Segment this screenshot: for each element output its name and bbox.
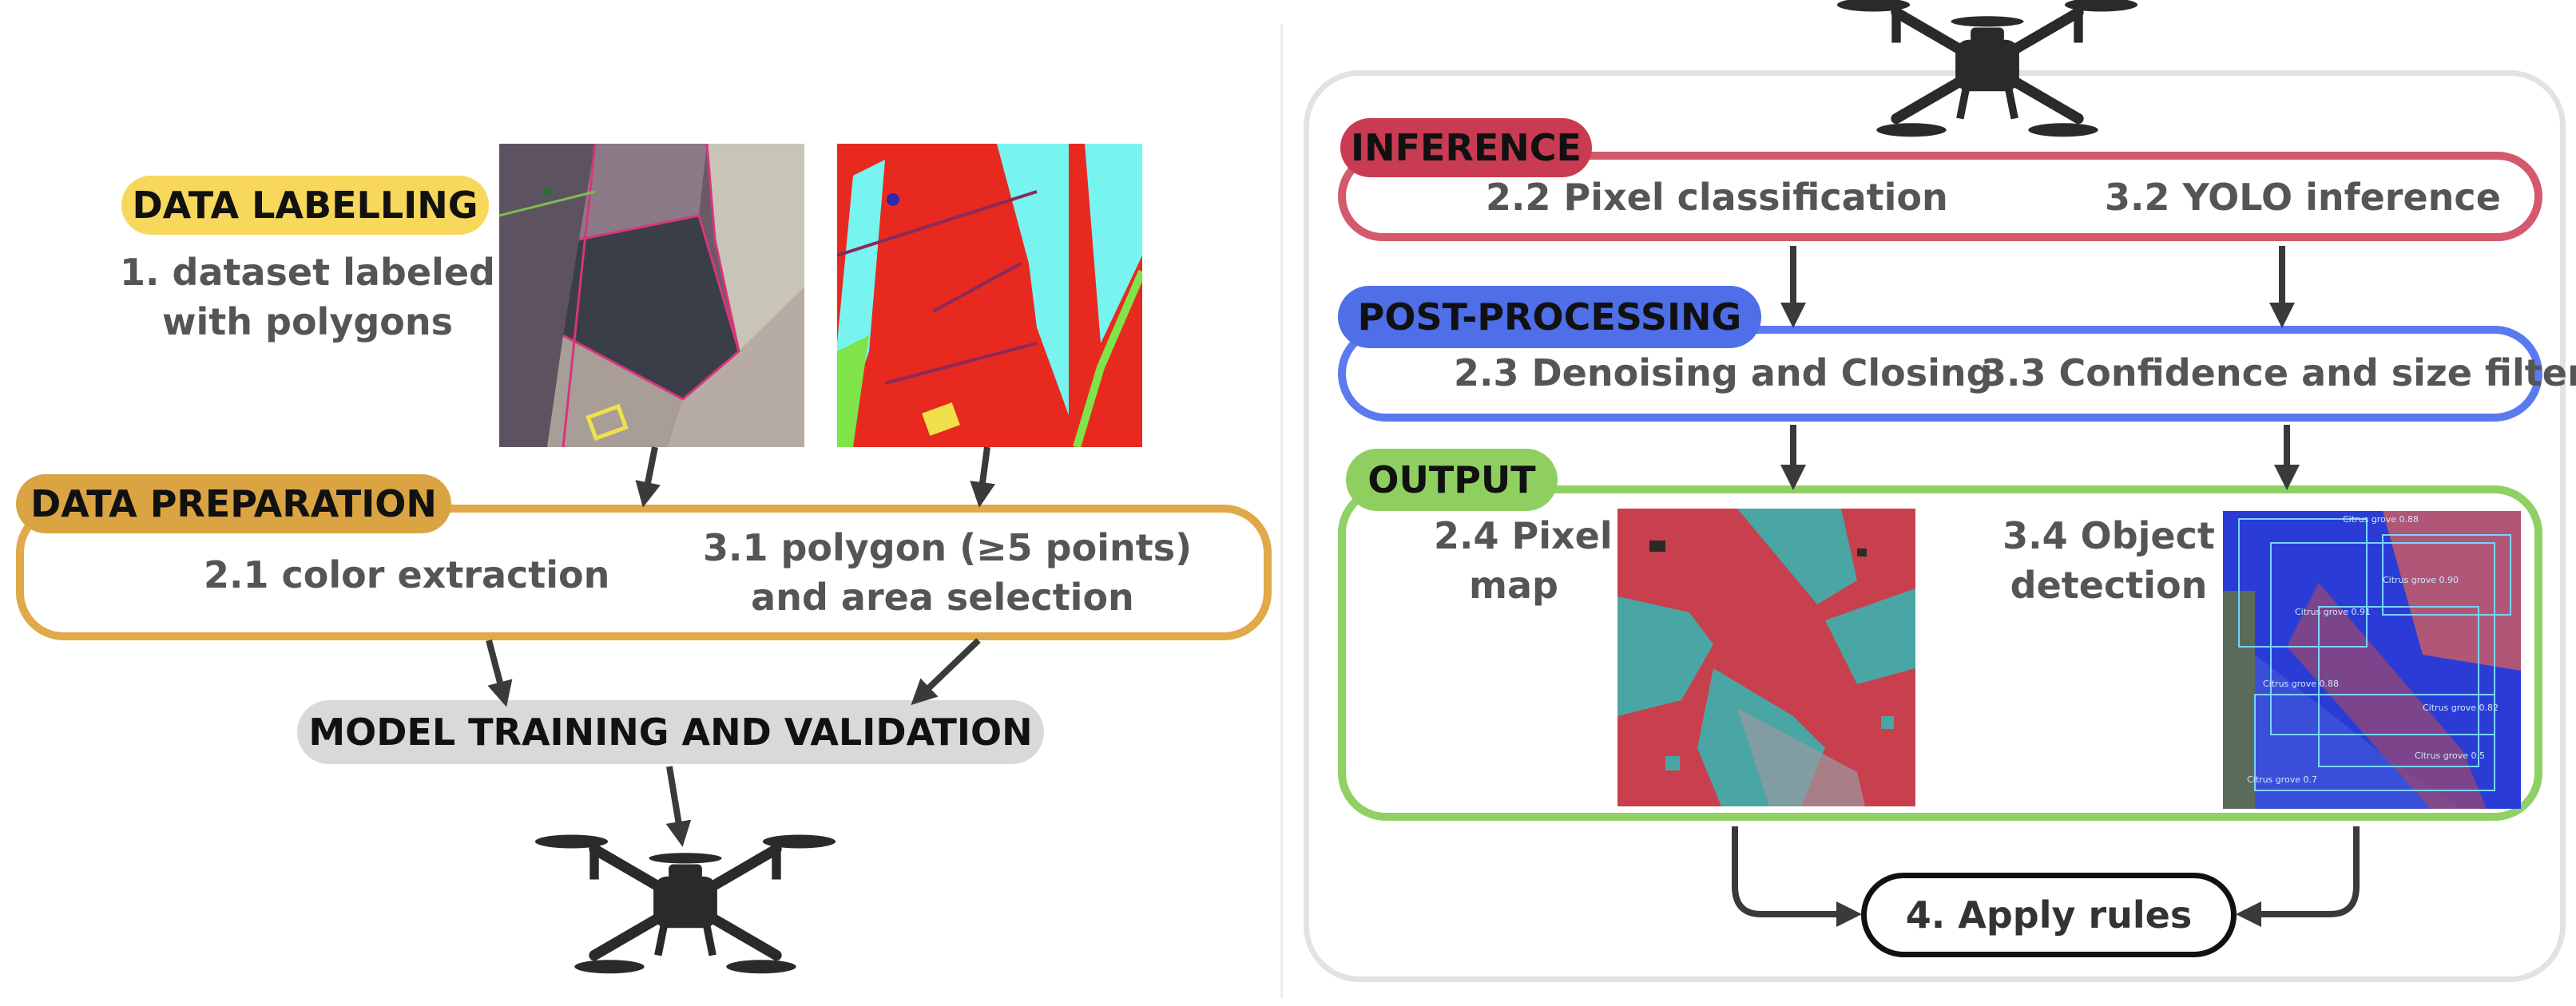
object-detection-line2: detection [2010,564,2208,607]
det-label-2: Citrus grove 0.90 [2383,575,2459,585]
arrow-icon [1732,826,1862,927]
pixel-map-label: 2.4 Pixel map [1434,511,1613,610]
panel-divider [1280,24,1283,998]
output-pill: OUTPUT [1346,449,1558,511]
output-title: OUTPUT [1367,458,1536,501]
yolo-inference-step: 3.2 YOLO inference [2105,176,2501,219]
deployment-container [1304,70,2566,982]
data-labelling-desc: 1. dataset labeled with polygons [120,248,495,347]
pixel-classification-step: 2.2 Pixel classification [1486,176,1948,219]
polygon-selection-step: 3.1 polygon (≥5 points) and area selecti… [703,523,1193,622]
data-labelling-pill: DATA LABELLING [121,176,489,235]
arrow-icon [911,638,981,706]
post-processing-pill: POST-PROCESSING [1338,286,1761,348]
polygon-selection-line1: 3.1 polygon (≥5 points) [703,526,1193,569]
drone-icon [535,834,836,973]
arrow-icon [2236,826,2360,927]
pixel-map-image [1617,509,1915,806]
data-labelling-desc-line1: 1. dataset labeled [120,251,495,294]
arrow-icon [665,766,692,847]
data-preparation-title: DATA PREPARATION [30,482,437,525]
polygon-selection-line2: and area selection [751,576,1134,619]
model-training-title: MODEL TRAINING AND VALIDATION [308,711,1033,754]
color-extraction-step: 2.1 color extraction [204,553,610,596]
arrow-icon [635,446,661,508]
det-label-4: Citrus grove 0.88 [2263,679,2339,689]
arrow-icon [486,639,513,707]
det-label-7: Citrus grove 0.5 [2415,751,2485,761]
inference-title: INFERENCE [1351,126,1582,169]
data-labelling-desc-line2: with polygons [162,300,453,343]
pixel-map-line2: map [1469,564,1558,607]
inference-pill: INFERENCE [1340,118,1592,177]
object-detection-label: 3.4 Object detection [1997,511,2221,610]
drone-icon [1837,0,2137,137]
post-processing-title: POST-PROCESSING [1357,295,1742,339]
det-label-3: Citrus grove 0.91 [2295,607,2371,617]
object-detection-image: Citrus grove 0.88 Citrus grove 0.90 Citr… [2223,511,2521,809]
aerial-photo [499,144,804,447]
model-training-pill: MODEL TRAINING AND VALIDATION [297,700,1044,764]
confidence-filter-step: 3.3 Confidence and size filter [1981,351,2576,394]
denoising-step: 2.3 Denoising and Closing [1454,351,1993,394]
det-label-5: Citrus grove 0.82 [2423,703,2499,713]
data-preparation-pill: DATA PREPARATION [16,474,451,533]
data-labelling-title: DATA LABELLING [132,184,478,227]
apply-rules-pill: 4. Apply rules [1861,873,2237,957]
arrow-icon [970,446,995,508]
det-label-1: Citrus grove 0.88 [2343,514,2419,525]
apply-rules-label: 4. Apply rules [1905,893,2193,937]
det-label-6: Citrus grove 0.7 [2247,774,2317,785]
object-detection-line1: 3.4 Object [2002,514,2215,557]
class-mask-image [837,144,1142,447]
pixel-map-line1: 2.4 Pixel [1434,514,1613,557]
